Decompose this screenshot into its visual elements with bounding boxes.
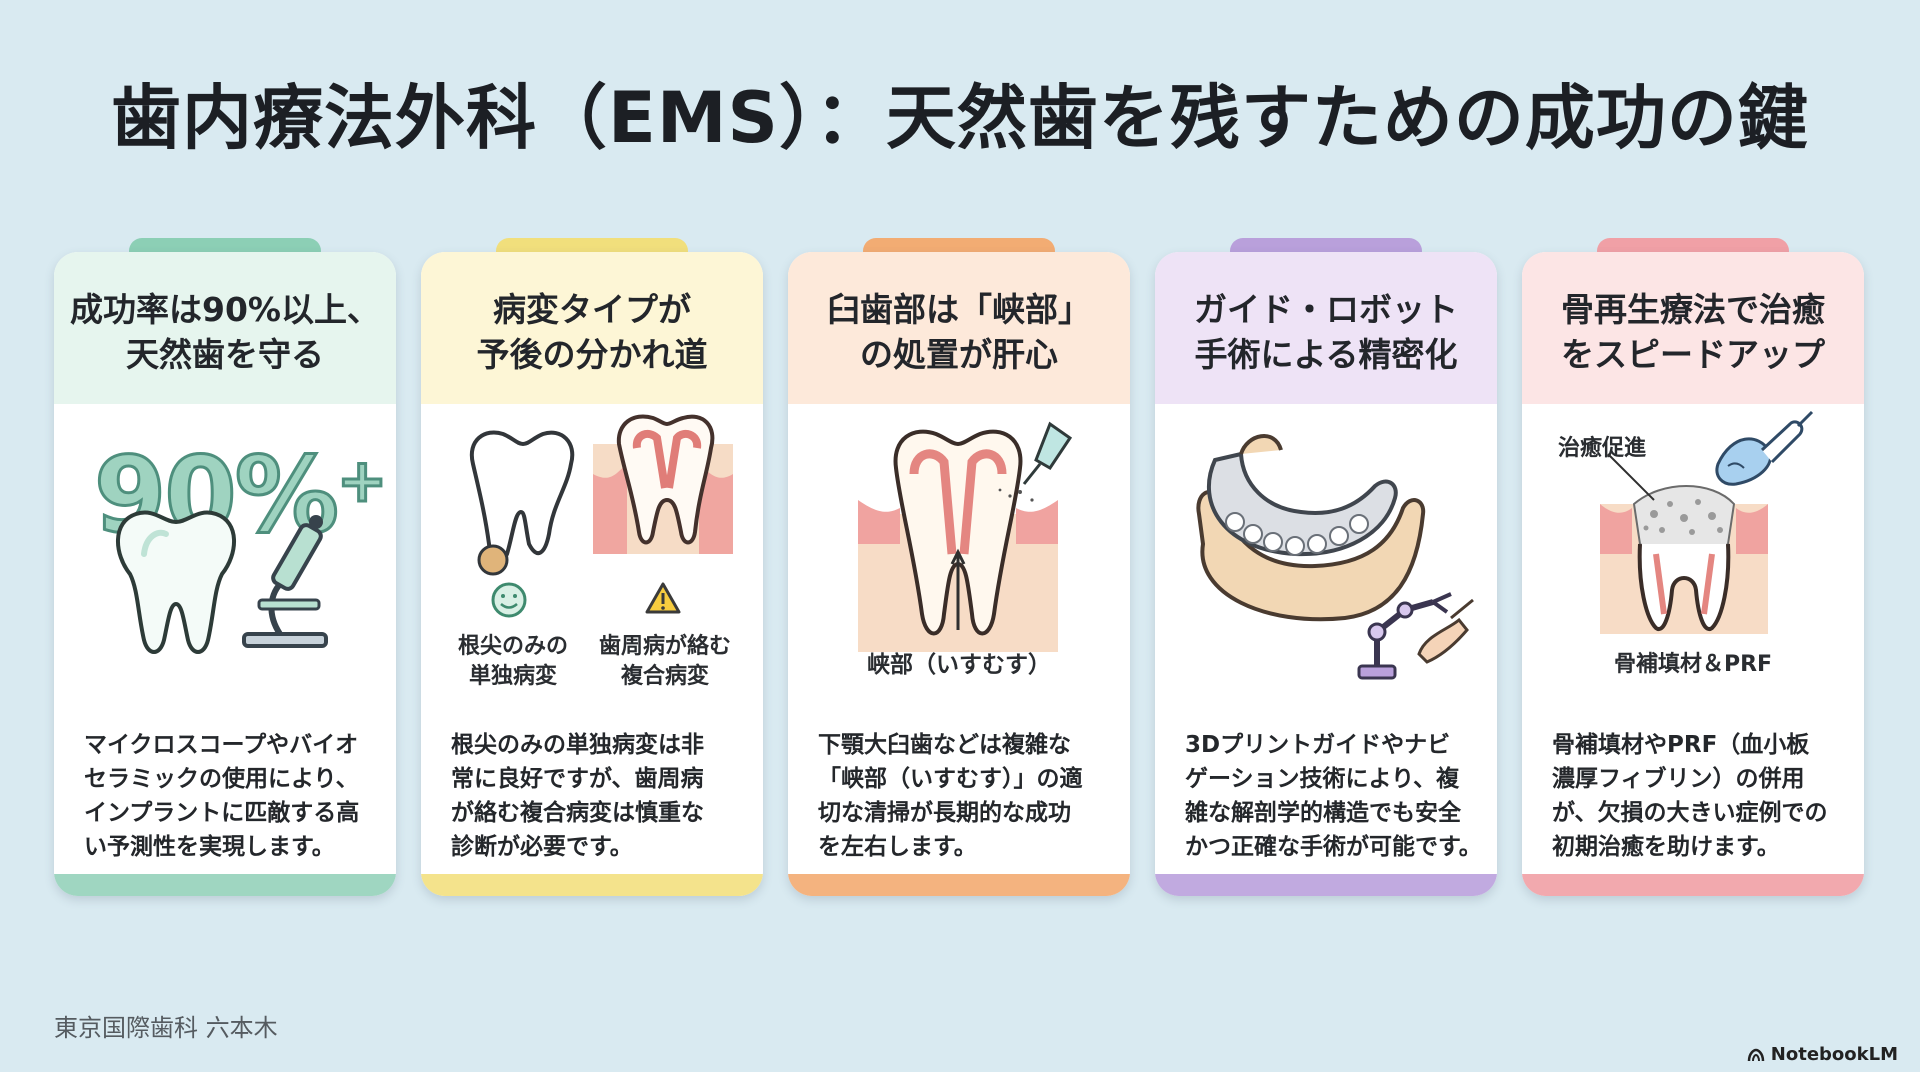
- card-1-heading: 成功率は90%以上、 天然歯を守る: [54, 252, 396, 404]
- card-3-desc-line: を左右します。: [818, 834, 977, 860]
- isolated-lesion-label-line-1: 根尖のみの: [457, 634, 568, 659]
- card-5-heading-line-2: をスピードアップ: [1561, 335, 1825, 374]
- card-1-desc-line: インプラントに匹敵する高: [84, 800, 360, 826]
- card-bone-regeneration: 骨再生療法で治癒 をスピードアップ 治癒促進: [1522, 252, 1864, 896]
- card-1-heading-line-2: 天然歯を守る: [126, 335, 324, 374]
- card-2-desc-line: 常に良好ですが、歯周病: [451, 766, 704, 792]
- card-success-rate: 成功率は90%以上、 天然歯を守る 90%+ マイクロスコープやバイオ セラミッ…: [54, 252, 396, 896]
- card-2-desc-line: 根尖のみの単独病変は非: [451, 732, 704, 758]
- card-2-desc-line: 診断が必要です。: [451, 834, 633, 860]
- tooth-icon: [116, 510, 236, 654]
- card-2-description: 根尖のみの単独病変は非 常に良好ですが、歯周病 が絡む複合病変は慎重な 診断が必…: [451, 728, 751, 864]
- card-guided-surgery: ガイド・ロボット 手術による精密化 3Dプ: [1155, 252, 1497, 896]
- card-2-heading-line-1: 病変タイプが: [493, 290, 691, 329]
- robot-arm-icon: [1357, 592, 1474, 680]
- card-3-desc-line: 下顎大臼歯などは複雑な: [818, 732, 1071, 758]
- card-5-heading: 骨再生療法で治癒 をスピードアップ: [1522, 252, 1864, 404]
- dental-instrument-icon: [998, 421, 1073, 502]
- card-1-desc-line: セラミックの使用により、: [84, 766, 359, 792]
- card-3-desc-line: 切な清掃が長期的な成功: [818, 800, 1071, 826]
- card-2-illustration: 根尖のみの 単独病変 歯周病が絡む 複合病変: [421, 404, 763, 714]
- notebooklm-label: NotebookLM: [1770, 1044, 1898, 1065]
- card-2-desc-line: が絡む複合病変は慎重な: [451, 800, 704, 826]
- combined-lesion-label-line-1: 歯周病が絡む: [598, 634, 731, 659]
- card-lesion-type: 病変タイプが 予後の分かれ道: [421, 252, 763, 896]
- card-2-heading-line-2: 予後の分かれ道: [476, 335, 708, 374]
- card-4-desc-line: ゲーション技術により、複: [1185, 766, 1460, 792]
- isolated-lesion-label: 根尖のみの 単独病変: [443, 632, 583, 692]
- card-5-desc-line: 初期治癒を助けます。: [1552, 834, 1780, 860]
- syringe-icon: [1715, 410, 1814, 486]
- isthmus-label: 峡部（いすむす）: [867, 652, 1051, 678]
- card-1-bottom-bar: [54, 874, 396, 896]
- microscope-icon: [242, 515, 328, 648]
- combined-lesion-label-line-2: 複合病変: [620, 664, 709, 689]
- card-5-desc-line: が、欠損の大きい症例での: [1552, 800, 1828, 826]
- card-3-heading-line-1: 臼歯部は「峡部」: [827, 290, 1091, 329]
- card-5-desc-line: 濃厚フィブリン）の併用: [1552, 766, 1805, 792]
- card-1-desc-line: マイクロスコープやバイオ: [84, 732, 359, 758]
- card-4-bottom-bar: [1155, 874, 1497, 896]
- card-3-illustration: 峡部（いすむす）: [788, 404, 1130, 714]
- plus-sign: +: [335, 445, 388, 518]
- warning-icon: [645, 582, 681, 614]
- card-5-heading-line-1: 骨再生療法で治癒: [1561, 290, 1825, 329]
- healing-promotion-label: 治癒促進: [1558, 436, 1647, 461]
- card-4-illustration: [1155, 404, 1497, 714]
- tooth-cross-section-icon: [858, 429, 1058, 652]
- card-4-heading: ガイド・ロボット 手術による精密化: [1155, 252, 1497, 404]
- card-1-description: マイクロスコープやバイオ セラミックの使用により、 インプラントに匹敵する高 い…: [84, 728, 384, 864]
- bone-graft-prf-label: 骨補填材＆PRF: [1613, 652, 1773, 677]
- notebooklm-watermark: NotebookLM: [1747, 1044, 1898, 1065]
- card-4-heading-line-2: 手術による精密化: [1194, 335, 1458, 374]
- card-3-heading: 臼歯部は「峡部」 の処置が肝心: [788, 252, 1130, 404]
- card-5-desc-line: 骨補填材やPRF（血小板: [1552, 732, 1810, 758]
- card-1-heading-line-1: 成功率は90%以上、: [70, 290, 380, 329]
- clinic-name: 東京国際歯科 六本木: [54, 1014, 278, 1042]
- card-3-heading-line-2: の処置が肝心: [860, 335, 1058, 374]
- card-1-illustration: 90%+: [54, 404, 396, 714]
- smile-icon: [491, 582, 527, 618]
- card-4-heading-line-1: ガイド・ロボット: [1194, 290, 1458, 329]
- tooth-periodontal-icon: [593, 414, 733, 554]
- card-4-desc-line: 3Dプリントガイドやナビ: [1185, 732, 1451, 758]
- tooth-with-apical-lesion-icon: [469, 430, 575, 576]
- surgical-guide-icon: [1196, 434, 1426, 622]
- card-3-bottom-bar: [788, 874, 1130, 896]
- card-4-desc-line: かつ正確な手術が可能です。: [1185, 834, 1482, 860]
- card-3-desc-line: 「峡部（いすむす）」の適: [818, 766, 1083, 792]
- card-5-bottom-bar: [1522, 874, 1864, 896]
- card-5-illustration: 治癒促進 骨補填材＆PRF: [1522, 404, 1864, 714]
- card-4-description: 3Dプリントガイドやナビ ゲーション技術により、複 雑な解剖学的構造でも安全 か…: [1185, 728, 1485, 864]
- card-row: 成功率は90%以上、 天然歯を守る 90%+ マイクロスコープやバイオ セラミッ…: [54, 238, 1866, 908]
- card-isthmus: 臼歯部は「峡部」 の処置が肝心 峡部（いすむす） 下顎大臼歯などは複雑な 「: [788, 252, 1130, 896]
- card-2-heading: 病変タイプが 予後の分かれ道: [421, 252, 763, 404]
- card-1-desc-line: い予測性を実現します。: [84, 834, 335, 860]
- card-3-description: 下顎大臼歯などは複雑な 「峡部（いすむす）」の適 切な清掃が長期的な成功 を左右…: [818, 728, 1118, 864]
- card-4-desc-line: 雑な解剖学的構造でも安全: [1185, 800, 1461, 826]
- isolated-lesion-label-line-2: 単独病変: [468, 664, 557, 689]
- notebooklm-logo-icon: [1747, 1048, 1765, 1061]
- bone-graft-icon: [1600, 453, 1768, 634]
- card-2-bottom-bar: [421, 874, 763, 896]
- card-5-description: 骨補填材やPRF（血小板 濃厚フィブリン）の併用 が、欠損の大きい症例での 初期…: [1552, 728, 1852, 864]
- combined-lesion-label: 歯周病が絡む 複合病変: [587, 632, 743, 692]
- page-title: 歯内療法外科（EMS）：天然歯を残すための成功の鍵: [111, 77, 1809, 159]
